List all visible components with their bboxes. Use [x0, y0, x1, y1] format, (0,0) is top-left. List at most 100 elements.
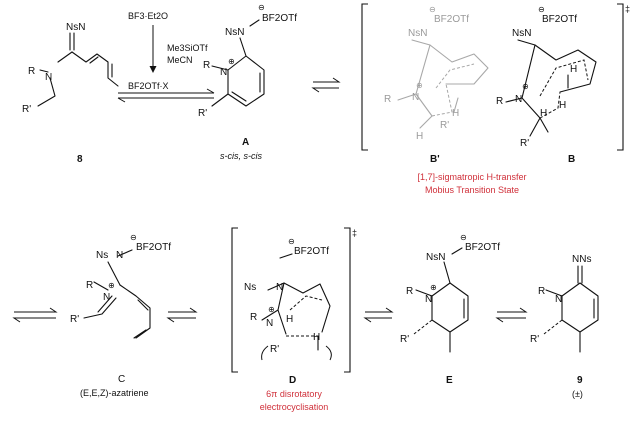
n-atom: N — [276, 282, 283, 293]
h-transfer — [431, 83, 453, 117]
h-transfer — [539, 91, 561, 119]
bf2otf-label: BF2OTf — [434, 14, 469, 25]
ts-bracket-top: ‡ — [361, 3, 630, 151]
n-atom: N — [116, 250, 123, 261]
compound-a: NsN BF2OTf ⊖ N ⊕ R R' A s-cis, s-cis — [198, 3, 297, 161]
bond — [107, 261, 121, 286]
r-label: R — [496, 96, 503, 107]
r-label: R — [250, 312, 257, 323]
bond — [521, 97, 541, 137]
ns-label: NsN — [512, 28, 531, 39]
compound-a-label: A — [242, 137, 249, 148]
equilibrium-arrow — [12, 307, 58, 323]
h-label: H — [570, 64, 577, 75]
reagent-side-1: Me3SiOTf — [167, 43, 208, 53]
n-atom: N — [555, 294, 562, 305]
compound-d-label: D — [289, 375, 296, 386]
compound-b-label: B — [568, 154, 575, 165]
minus-charge: ⊖ — [258, 3, 265, 12]
dagger: ‡ — [352, 228, 357, 238]
nsn-label: NsN — [225, 27, 244, 38]
bond — [117, 249, 133, 257]
n-atom: N — [425, 294, 432, 305]
bond — [119, 284, 151, 339]
ts-annotation-line2: Mobius Transition State — [425, 185, 519, 195]
bf2otf-label: BF2OTf — [136, 242, 171, 253]
minus-charge: ⊖ — [130, 233, 137, 242]
r-label: R — [406, 286, 413, 297]
r-label: R — [384, 94, 391, 105]
h-label: H — [313, 332, 320, 343]
bracket-left — [231, 227, 238, 373]
r-label: R — [203, 60, 210, 71]
compound-e: NsN BF2OTf ⊖ N ⊕ R R' E — [400, 233, 500, 386]
bond — [443, 261, 451, 284]
r-prime-label: R' — [198, 108, 207, 119]
eq-top — [365, 307, 394, 313]
eq-top — [14, 307, 58, 313]
reagent-top: BF3·Et2O — [128, 11, 168, 21]
hash-bond — [413, 319, 433, 335]
bond — [267, 282, 285, 291]
plus-charge: ⊕ — [268, 305, 275, 314]
bf2otf-label: BF2OTf — [465, 242, 500, 253]
r-prime-label: R' — [70, 314, 79, 325]
r-prime-label: R' — [440, 120, 449, 131]
equilibrium-arrow — [495, 307, 528, 323]
bond — [71, 51, 119, 87]
bond — [239, 37, 247, 57]
bond — [97, 295, 113, 313]
r-prime-label: R' — [400, 334, 409, 345]
compound-9-racemic: (±) — [572, 389, 583, 399]
dagger: ‡ — [625, 4, 630, 14]
r-prime-label: R' — [530, 334, 539, 345]
reverse-arrow-head — [117, 97, 126, 103]
bf2otf-label: BF2OTf — [294, 246, 329, 257]
bond — [534, 44, 597, 93]
reagents-arrow: BF3·Et2O Me3SiOTf MeCN BF2OTf·X — [117, 11, 215, 103]
bond — [133, 329, 147, 339]
rotation-arrow — [325, 345, 332, 361]
compound-b: NsN BF2OTf ⊖ N ⊕ R R' H H H B — [496, 5, 597, 165]
minus-charge: ⊖ — [460, 233, 467, 242]
bond — [411, 39, 431, 46]
eq-bottom — [12, 317, 56, 323]
nsn-label: NsN — [426, 252, 445, 263]
bond — [429, 44, 489, 85]
delocalization — [539, 59, 589, 97]
n-atom: N — [45, 72, 52, 83]
n-atom: N — [103, 292, 110, 303]
bond — [453, 97, 459, 113]
rotation-arrow — [261, 345, 269, 361]
compound-c-label: C — [118, 374, 125, 385]
eq-bottom — [166, 317, 196, 323]
ns-label: Ns — [244, 282, 256, 293]
compound-b-prime: NsN BF2OTf ⊖ N ⊕ R R' H H B' — [384, 5, 489, 165]
ec-annotation-line1: 6π disrotatory — [266, 389, 322, 399]
bond — [211, 93, 229, 107]
eq-top — [497, 307, 528, 313]
r-label: R — [538, 286, 545, 297]
compound-9: NNs N R R' 9 (±) — [530, 254, 599, 399]
bond — [545, 289, 563, 297]
bond — [137, 299, 149, 311]
equilibrium-arrow — [311, 77, 341, 93]
compound-c-geometry: (E,E,Z)-azatriene — [80, 388, 149, 398]
n-atom: N — [515, 94, 522, 105]
bond — [283, 282, 331, 333]
minus-charge: ⊖ — [288, 237, 295, 246]
compound-d: Ns N BF2OTf ⊖ N ⊕ R H H R' D 6π disrotat… — [244, 237, 332, 412]
eq-top — [313, 77, 341, 83]
nns-label: NNs — [572, 254, 591, 265]
ec-annotation-line2: electrocyclisation — [260, 402, 329, 412]
bf2otf-label: BF2OTf — [262, 13, 297, 24]
compound-b-prime-label: B' — [430, 154, 440, 165]
bond — [277, 309, 287, 335]
plus-charge: ⊕ — [430, 283, 437, 292]
r-label: R — [28, 66, 35, 77]
eq-bottom — [495, 317, 526, 323]
eq-top — [168, 307, 198, 313]
n-atom: N — [220, 67, 227, 78]
reagent-bottom: BF2OTf·X — [128, 81, 169, 91]
delocalization — [435, 63, 475, 89]
